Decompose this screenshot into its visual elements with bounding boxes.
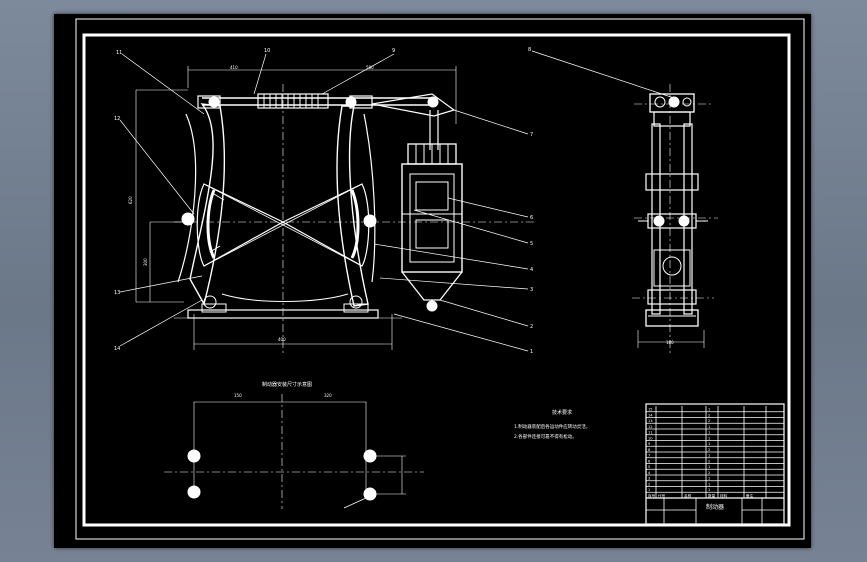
bom-cell: 1: [708, 454, 710, 458]
bom-cell: 1: [708, 465, 710, 469]
drawing-sheet: 11 10 9 8 7 6 5 4 3 2 1 12 13 14 410 580…: [75, 18, 805, 540]
bom-cell: 13: [648, 419, 653, 423]
callout: 13: [114, 290, 120, 296]
bom-cell: 9: [648, 442, 651, 446]
sheet-outer-border: [75, 18, 805, 540]
bom-cell: 1: [708, 488, 710, 492]
bom-cell: 数量: [708, 493, 716, 498]
bom-cell: 2: [708, 448, 710, 452]
dim-text: 300: [143, 258, 148, 266]
bom-cell: 1: [708, 431, 710, 435]
dim-text: 580: [366, 65, 374, 70]
callout: 12: [114, 116, 120, 122]
note-line: 2.各部件连接可靠不得有松动。: [514, 433, 577, 440]
dim-text: 320: [324, 393, 332, 398]
technical-notes: 技术要求 1.制动器装配后各运动件应转动灵活， 2.各部件连接可靠不得有松动。: [514, 409, 590, 440]
dimension-texts: 410 580 620 300 400 180 150 320: [128, 65, 674, 398]
bom-cell: 2: [648, 482, 650, 486]
bom-cell: 6: [648, 459, 651, 463]
bom-cell: 2: [708, 419, 710, 423]
callout: 4: [530, 267, 533, 273]
callout: 7: [530, 132, 533, 138]
callout: 8: [528, 47, 531, 53]
notes-title: 技术要求: [552, 409, 572, 416]
callout: 10: [264, 48, 270, 54]
callout: 9: [392, 48, 395, 54]
bom-cell: 14: [648, 413, 653, 417]
mounting-view: [164, 394, 424, 509]
bom-cell: 11: [648, 431, 653, 435]
bom-cell: 1: [708, 408, 710, 412]
bom-cell: 1: [708, 442, 710, 446]
side-view: [632, 84, 718, 354]
bom-cell: 15: [648, 408, 653, 412]
bom-cell: 材料: [720, 493, 728, 498]
callout: 1: [530, 349, 533, 355]
part-callouts: 11 10 9 8 7 6 5 4 3 2 1 12 13 14: [114, 47, 533, 355]
dim-text: 150: [234, 393, 242, 398]
bom-cell: 1: [708, 482, 710, 486]
bom-cell: 序号: [648, 493, 656, 498]
bom-cell: 12: [648, 425, 653, 429]
title-block-name: 制动器: [706, 503, 724, 511]
mount-view-label: 制动器安装尺寸示意图: [262, 381, 312, 388]
callout: 14: [114, 346, 120, 352]
bom-cell: 名称: [684, 493, 692, 498]
bom-cell: 10: [648, 436, 653, 440]
bom-cell: 5: [648, 465, 650, 469]
dim-text: 620: [128, 196, 133, 204]
dim-text: 400: [278, 337, 286, 342]
bom-cell: 1: [708, 436, 710, 440]
bom-cell: 8: [648, 448, 651, 452]
cad-viewport[interactable]: 11 10 9 8 7 6 5 4 3 2 1 12 13 14 410 580…: [54, 14, 811, 548]
callout: 5: [530, 241, 533, 247]
bom-cell: 2: [708, 413, 710, 417]
callout: 11: [116, 50, 122, 56]
callout: 2: [530, 324, 533, 330]
dim-text: 410: [230, 65, 238, 70]
bom-cell: 1: [708, 477, 710, 481]
bom-cell: 2: [708, 459, 710, 463]
bom-cell: 备注: [746, 493, 754, 498]
bom-cell: 1: [708, 425, 710, 429]
bom-cell: 1: [648, 488, 650, 492]
front-view: [119, 50, 675, 354]
bom-cell: 3: [648, 477, 650, 481]
sheet-inner-border: [82, 33, 791, 527]
callout: 6: [530, 215, 533, 221]
bom-cell: 2: [708, 471, 710, 475]
title-block: [646, 497, 784, 524]
bom-cell: 7: [648, 454, 650, 458]
callout: 3: [530, 287, 533, 293]
bom-cell: 代号: [658, 493, 666, 498]
note-line: 1.制动器装配后各运动件应转动灵活，: [514, 423, 590, 430]
bom-cell: 4: [648, 471, 651, 475]
